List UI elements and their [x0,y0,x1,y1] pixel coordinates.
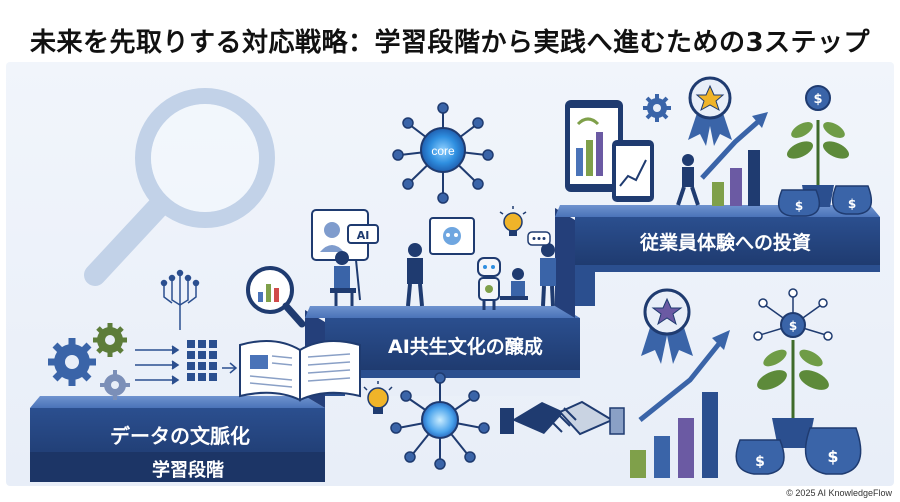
step-2-lower [325,370,580,396]
money-plant-icon [757,340,829,448]
svg-text:$: $ [813,92,822,107]
money-plant-icon: $ [786,85,850,207]
people-team-icon [330,243,556,310]
chat-bubble-icon [527,231,551,246]
network-icon: $ [753,288,833,341]
gear-icon [643,94,671,122]
magnifier-icon [84,88,275,286]
copyright-text: © 2025 AI KnowledgeFlow [786,488,892,498]
tablet-chart-icon [565,100,654,202]
step-3-label: 従業員体験への投資 [640,232,812,254]
lightbulb-icon [499,206,527,236]
step-1-top [30,396,325,408]
award-medal-icon [688,76,732,146]
open-book-icon [239,340,361,402]
svg-text:$: $ [755,454,765,470]
svg-text:$: $ [789,319,797,333]
ai-screen-icon: AI [311,209,379,301]
page-title: 未来を先取りする対応戦略：学習段階から実践へ進むための3ステップ [29,28,871,58]
data-grid-icon [187,340,238,381]
core-label: core [431,144,455,158]
svg-text:$: $ [848,197,856,211]
chart-magnifier-icon [246,266,306,328]
robot-screen-icon [429,217,475,255]
network-icon [390,372,490,470]
step-1-label: データの文脈化 [110,424,250,448]
award-medal-icon [641,288,693,364]
svg-text:$: $ [827,447,838,466]
gear-icon [100,370,130,400]
step-2-face [325,318,580,370]
step-3-riser [555,208,575,318]
gear-icon [93,323,127,357]
robot-icon [477,257,501,310]
growth-chart-icon [630,330,730,478]
circuit-icon [135,269,200,385]
handshake-icon [500,400,625,436]
step-2-label: AI共生文化の醸成 [388,336,543,358]
step-2-top [305,306,580,318]
lightbulb-icon [363,381,393,414]
growth-chart-icon [676,112,768,206]
money-bag-icon: $ $ [777,185,873,217]
money-bag-icon: $ $ [735,427,862,475]
core-network-icon: core [392,102,494,204]
step-3-face [575,217,880,265]
base-strip [30,452,325,482]
svg-text:$: $ [795,199,803,213]
gear-icon [48,338,96,386]
step-3-top [555,205,880,217]
base-label: 学習段階 [152,460,224,481]
staircase [30,205,880,482]
ai-label: AI [357,229,370,242]
